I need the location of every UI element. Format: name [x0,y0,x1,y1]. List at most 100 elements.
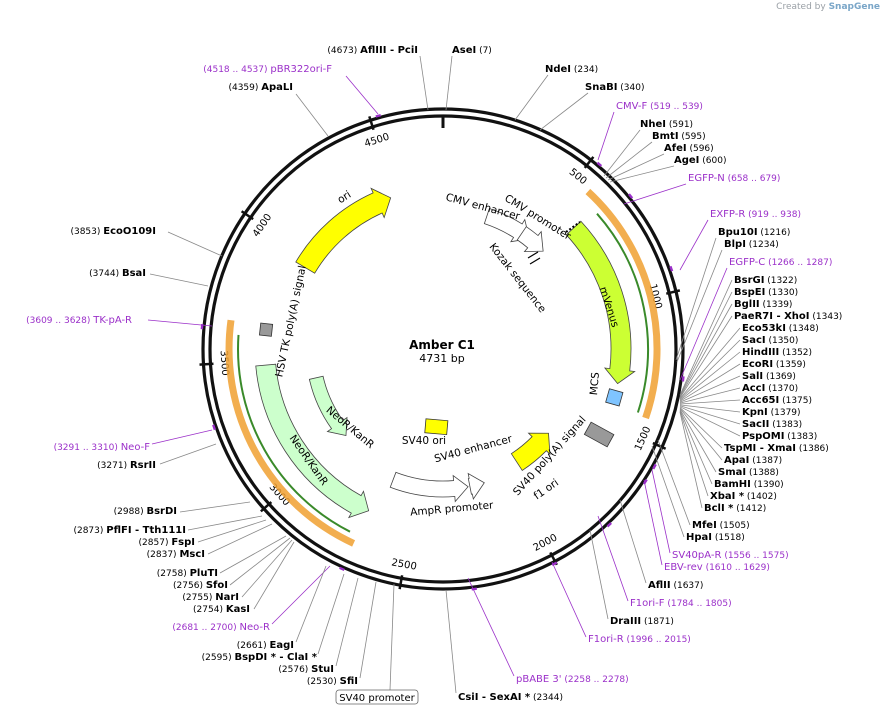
leader-line [254,542,294,609]
site-fspi: (2857) FspI [139,537,195,548]
leader-line [680,220,708,270]
leader-line [652,470,670,553]
site-paer7i: PaeR7I - XhoI (1343) [734,311,842,322]
snapgene-credit: Created by SnapGene [776,2,880,12]
site-sfoi: (2756) SfoI [173,580,228,591]
primer-ebv-rev: EBV-rev (1610 .. 1629) [664,562,770,573]
site-eco53ki: Eco53kI (1348) [742,323,819,334]
site-eagi: (2661) EagI [237,640,294,651]
site-bsrgi: BsrGI (1322) [734,275,797,286]
leader-line [680,409,716,472]
leader-line [272,566,330,624]
site-hindiii: HindIII (1352) [742,347,812,358]
site-pspomi: PspOMI (1383) [742,431,817,442]
leader-line [346,76,378,114]
leader-line [680,292,732,396]
sv40-ori-box [425,419,448,435]
tick-label-1500: 1500 [633,425,653,453]
leader-line [658,440,690,525]
leader-line [680,412,702,508]
site-ecori: EcoRI (1359) [742,359,806,370]
site-acc65i: Acc65I (1375) [742,395,812,406]
leader-line [540,93,588,130]
leader-line [624,184,686,204]
site-afei: AfeI (596) [664,143,714,154]
leader-line [680,268,727,380]
site-hpai: HpaI (1518) [686,532,745,543]
site-smai: SmaI (1388) [718,467,779,478]
sv40-polya-box [584,422,614,447]
mcs-box [606,389,623,406]
plasmid-length: 4731 bp [419,352,464,365]
primer-mark-exfp [670,266,672,271]
site-agei: AgeI (600) [674,155,726,166]
sv40-promoter-label: SV40 promoter [339,693,415,704]
leader-line [644,480,662,565]
leader-line [680,328,740,399]
leader-line [468,578,514,676]
primer-f1ori-f: F1ori-F (1784 .. 1805) [630,598,732,609]
site-sfii: (2530) SfiI [307,676,358,687]
primer-f1ori-r: F1ori-R (1996 .. 2015) [588,634,691,645]
leader-line [515,75,548,120]
leader-line [150,274,208,286]
ori-label: ori [335,189,353,206]
leader-line [680,408,722,448]
kozak-mark-2 [530,258,540,264]
kozak-mark [528,252,538,258]
site-rsrii: (3271) RsrII [97,460,156,471]
sv40-ori-label: SV40 ori [402,435,446,447]
site-blpi: BlpI (1234) [724,239,779,250]
primer-mark-pbabe [472,589,477,590]
f1-ori-label: f1 ori [532,477,561,503]
site-sali: SalI (1369) [742,371,796,382]
leader-line [168,232,222,256]
site-bpu10i: Bpu10I (1216) [718,227,790,238]
kozak-label: Kozak sequence [487,241,549,315]
leader-line [446,590,456,693]
primer-pbabe-3: pBABE 3' (2258 .. 2278) [516,674,629,685]
site-kpni: KpnI (1379) [742,407,801,418]
site-csii-sexai: CsiI - SexAI * (2344) [458,692,563,703]
leader-line [336,578,358,666]
site-snabi: SnaBI (340) [585,82,644,93]
tick-label-2500: 2500 [390,557,417,572]
site-bglii: BglII (1339) [734,299,792,310]
site-ecoo109i: (3853) EcoO109I [70,226,156,237]
site-saci: SacI (1350) [742,335,798,346]
ampr-promoter-label: AmpR promoter [410,499,495,518]
snapgene-logo-icon: SnapGene [829,2,880,12]
primer-mark-neof [213,425,215,430]
leader-line [242,540,292,597]
leader-line [390,584,394,690]
site-aflii: AflII (1637) [648,580,703,591]
site-afliii-pcii: (4673) AflIII - PciI [327,45,418,56]
leader-line [598,112,614,160]
site-nhei: NheI (591) [640,119,693,130]
site-draiii: DraIII (1871) [610,616,674,627]
primer-mark-pbr [376,115,381,116]
leader-line [680,280,732,395]
primer-neo-r: (2681 .. 2700) Neo-R [172,622,270,633]
primer-pbr322ori-f: (4518 .. 4537) pBR322ori-F [203,64,332,75]
site-bmti: BmtI (595) [652,131,706,142]
tick-label-4000: 4000 [251,212,274,239]
primer-egfp-n: EGFP-N (658 .. 679) [688,173,780,184]
site-apali: (4359) ApaLI [228,82,293,93]
site-msci: (2837) MscI [147,549,205,560]
site-bsrdi: (2988) BsrDI [114,506,177,517]
leader-line [590,530,608,619]
leader-line [606,142,652,178]
site-stui: (2576) StuI [278,664,334,675]
site-bspei: BspEI (1330) [734,287,798,298]
leader-line [598,516,628,601]
site-sacii: SacII (1383) [742,419,802,430]
site-bsai: (3744) BsaI [89,268,146,279]
primer-exfp-r: EXFP-R (919 .. 938) [710,209,801,220]
leader-line [604,130,640,176]
ampr-promoter-part-arrow [468,473,484,498]
site-bspdi-clai: (2595) BspDI * - ClaI * [202,652,318,663]
primer-neo-f: (3291 .. 3310) Neo-F [54,442,151,453]
